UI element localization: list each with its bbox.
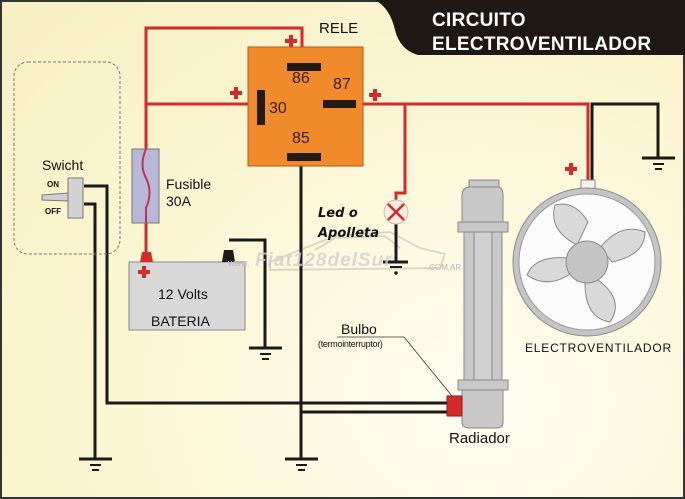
plus-pin87 — [369, 89, 381, 101]
wire-battery-ground — [229, 238, 267, 348]
plus-pin30 — [230, 87, 242, 99]
bulb-leader-line — [403, 336, 453, 397]
fuse-label: Fusible — [166, 176, 212, 192]
watermark-car — [269, 230, 447, 272]
relay-pin30-label: 30 — [269, 100, 287, 117]
relay-pin86-contact — [287, 63, 321, 71]
relay-pin85-label: 85 — [292, 130, 310, 147]
plus-battery — [138, 266, 150, 278]
wire-switch-off-ground — [84, 202, 97, 458]
fuse — [131, 148, 160, 224]
bulb-sublabel: (termointerruptor) — [318, 339, 383, 349]
switch-enclosure — [13, 61, 121, 255]
electric-fan — [512, 179, 662, 337]
title-line1: CIRCUITO — [432, 10, 526, 31]
wire-to-lamp — [394, 104, 407, 200]
fan-label: ELECTROVENTILADOR — [525, 341, 672, 355]
relay — [247, 46, 364, 167]
watermark-suffix: .COM.AR — [427, 263, 462, 272]
relay-pin30-contact — [257, 90, 265, 125]
wire-fan-ground — [590, 102, 660, 182]
plus-fan — [565, 163, 577, 175]
ground-symbols — [79, 156, 675, 471]
fan-hub — [565, 240, 609, 284]
bulb-label: Bulbo — [341, 321, 377, 337]
radiator-label: Radiador — [449, 430, 510, 447]
ground-symbol-switch — [79, 457, 112, 471]
radiator — [457, 179, 509, 429]
switch-lever — [41, 192, 69, 202]
lamp-label-line1: Led o — [318, 206, 358, 221]
title-band — [375, 0, 685, 55]
relay-pin87-contact — [323, 100, 356, 108]
battery-voltage: 12 Volts — [158, 286, 208, 302]
plus-pin86 — [285, 35, 297, 47]
battery-positive-terminal — [140, 252, 153, 262]
relay-pin85-contact — [287, 153, 321, 161]
ground-symbol-lamp — [383, 260, 408, 275]
positive-markers — [138, 35, 577, 278]
bulb-sensor — [446, 395, 463, 417]
switch-label: Swicht — [42, 157, 84, 173]
switch-off-label: OFF — [45, 207, 61, 216]
ground-symbol-relay — [285, 457, 318, 471]
ground-symbol-fan — [642, 156, 675, 170]
ground-wires — [84, 102, 660, 458]
fan-blades — [526, 203, 646, 323]
fuse-rating: 30A — [166, 193, 191, 209]
switch-toggle[interactable] — [41, 177, 84, 219]
relay-pin86-label: 86 — [292, 70, 310, 87]
wire-pin87-to-fan — [355, 102, 590, 182]
switch-on-label: ON — [47, 180, 59, 189]
watermark-brand: Fiat128delSur — [255, 250, 393, 271]
ground-symbol-battery — [249, 346, 282, 360]
relay-label: RELE — [319, 20, 359, 37]
wire-switch-on-to-bulb — [84, 184, 448, 405]
battery-label: BATERIA — [151, 313, 210, 329]
relay-pin87-label: 87 — [333, 76, 351, 93]
watermark-prefix: www. — [228, 258, 250, 268]
indicator-lamp — [383, 199, 409, 225]
switch-body — [67, 177, 84, 219]
title-line2: ELECTROVENTILADOR — [432, 34, 652, 55]
lamp-label-line2: Apolleta — [318, 226, 380, 241]
battery-negative-terminal — [222, 250, 235, 262]
